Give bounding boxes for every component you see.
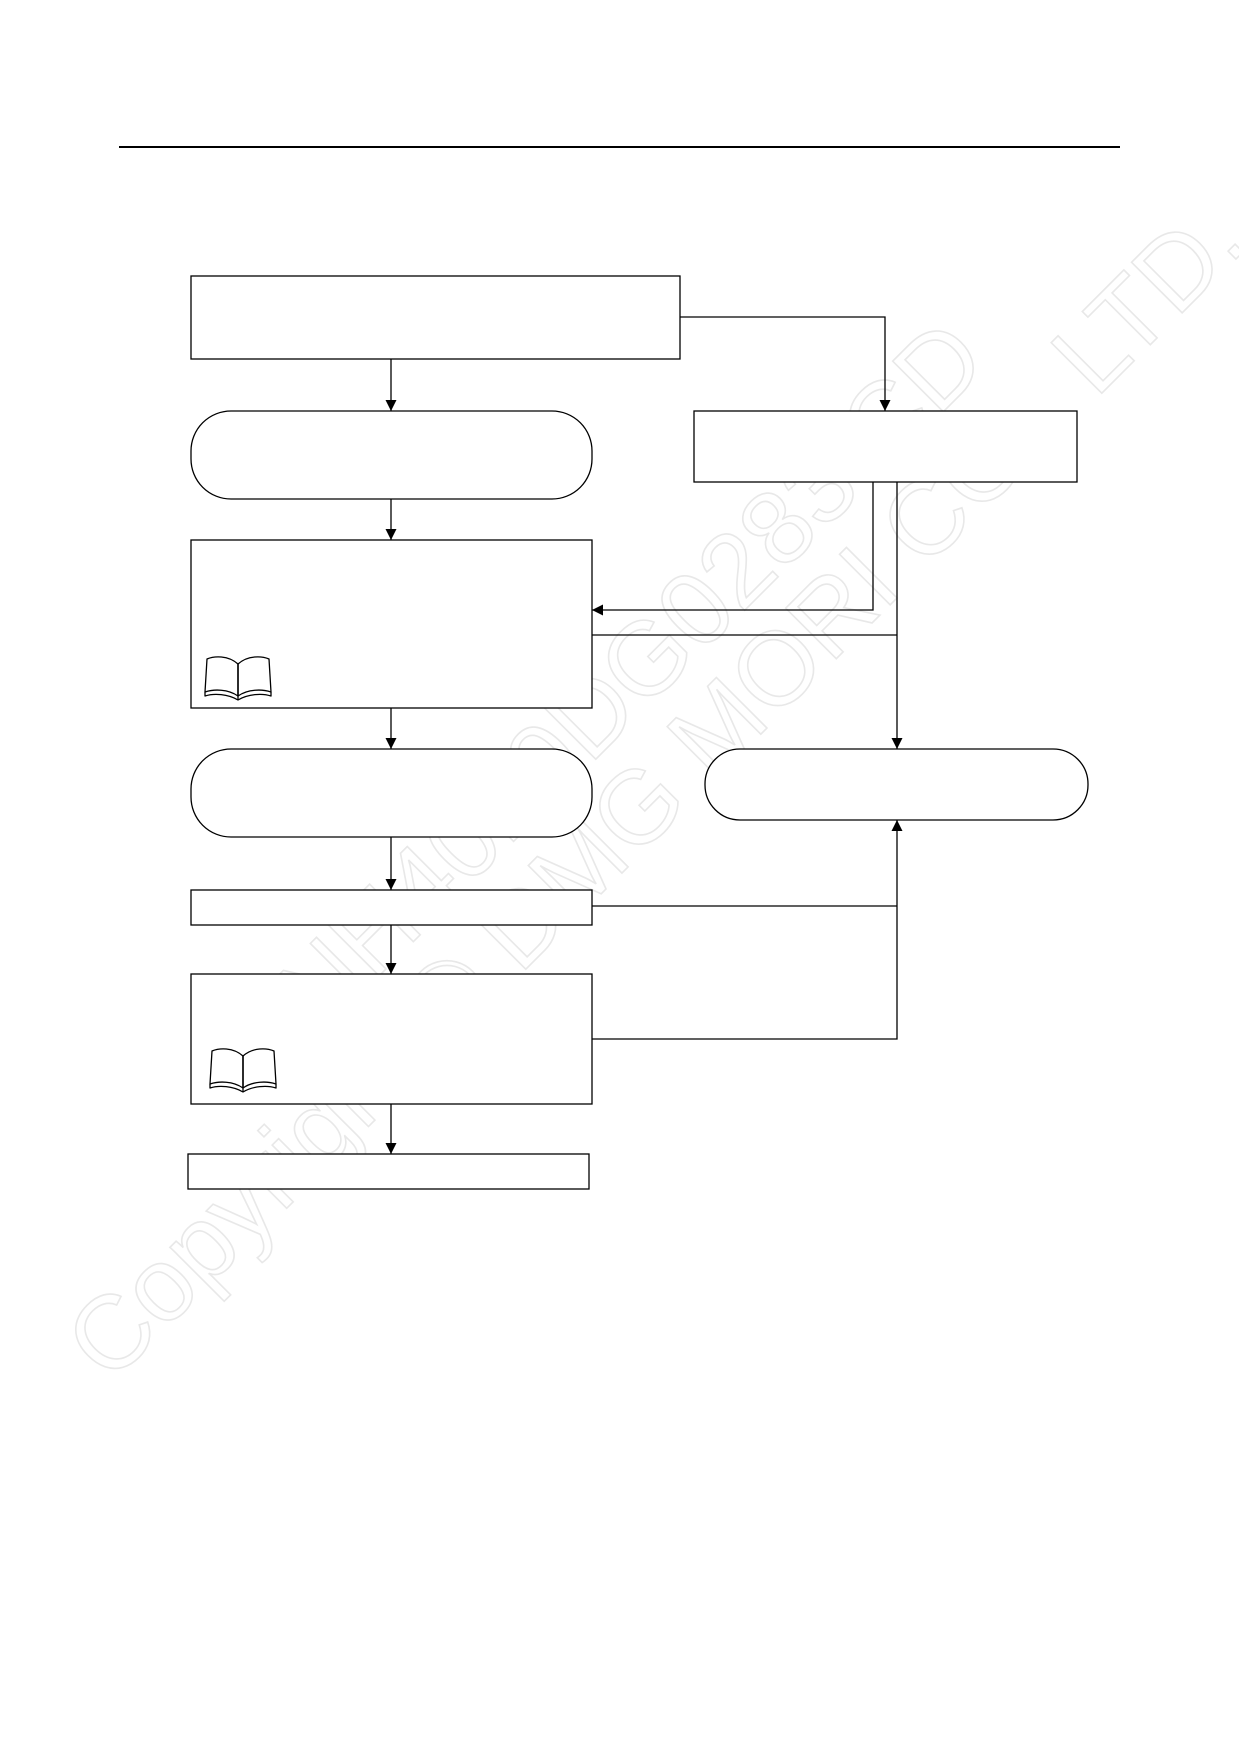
flow-terminal-2: [190, 748, 593, 838]
arrow-side-box-to-procedure-1: [592, 482, 874, 616]
flow-box-end: [187, 1153, 590, 1190]
flow-box-side: [693, 410, 1078, 483]
flow-box-start: [190, 275, 681, 360]
flow-terminal-side: [704, 748, 1089, 821]
open-book-icon: [204, 656, 272, 701]
flow-box-thin-1: [190, 889, 593, 926]
arrow-start-to-side-box: [680, 316, 891, 411]
arrow-procedure-2-to-terminal-side: [592, 820, 903, 1040]
connectors: [385, 316, 903, 1154]
open-book-icon: [209, 1048, 277, 1093]
flow-box-procedure-1: [190, 539, 593, 709]
flow-terminal-1: [190, 410, 593, 500]
